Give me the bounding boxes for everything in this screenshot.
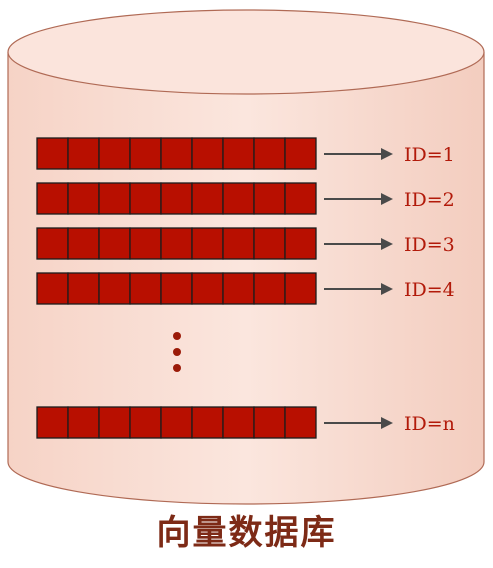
vector-cell [284, 227, 317, 260]
vector-cell [36, 406, 69, 439]
vector-id-label: ID=4 [404, 279, 455, 301]
ellipsis-dot [173, 332, 181, 340]
vector-cell [129, 182, 162, 215]
vector-cell [67, 182, 100, 215]
ellipsis-dot [173, 364, 181, 372]
vector-id-label: ID=2 [404, 189, 455, 211]
vector-cell [67, 137, 100, 170]
vector-cell [67, 227, 100, 260]
vector-cell [253, 406, 286, 439]
vector-cell [222, 137, 255, 170]
vector-row: ID=3 [36, 227, 455, 260]
vector-cell [129, 137, 162, 170]
vector-cell [222, 182, 255, 215]
vector-cell [36, 137, 69, 170]
arrow-head [381, 148, 393, 160]
vector-id-label: ID=3 [404, 234, 455, 256]
vector-cell [191, 182, 224, 215]
vector-cell [191, 227, 224, 260]
vector-cell [284, 137, 317, 170]
vector-cell [253, 272, 286, 305]
arrow-head [381, 283, 393, 295]
vector-cell [98, 406, 131, 439]
vector-cell [36, 182, 69, 215]
vector-cell [129, 272, 162, 305]
vector-cell [98, 182, 131, 215]
vector-cell [160, 406, 193, 439]
vector-cell [160, 182, 193, 215]
ellipsis-dots [173, 332, 181, 372]
diagram-caption: 向量数据库 [156, 513, 337, 553]
vector-cell [67, 272, 100, 305]
vector-rows: ID=1ID=2ID=3ID=4ID=n [36, 137, 455, 439]
vector-cell [222, 406, 255, 439]
vector-cell [36, 272, 69, 305]
vector-cell [284, 272, 317, 305]
vector-cell [98, 272, 131, 305]
vector-cell [191, 406, 224, 439]
vector-cell [160, 272, 193, 305]
vector-id-label: ID=n [404, 413, 455, 435]
vector-cell [253, 182, 286, 215]
vector-cell [253, 137, 286, 170]
arrow-head [381, 238, 393, 250]
ellipsis-dot [173, 348, 181, 356]
vector-id-label: ID=1 [404, 144, 455, 166]
arrow-head [381, 193, 393, 205]
vector-cell [129, 406, 162, 439]
vector-cell [222, 272, 255, 305]
vector-cell [191, 137, 224, 170]
vector-cell [98, 227, 131, 260]
vector-cell [98, 137, 131, 170]
vector-cell [253, 227, 286, 260]
vector-cell [160, 137, 193, 170]
arrow-head [381, 417, 393, 429]
vector-cell [222, 227, 255, 260]
vector-row: ID=2 [36, 182, 455, 215]
vector-cell [160, 227, 193, 260]
vector-row: ID=1 [36, 137, 455, 170]
vector-cell [284, 182, 317, 215]
vector-cell [191, 272, 224, 305]
vector-cell [129, 227, 162, 260]
vector-cell [67, 406, 100, 439]
vector-row: ID=n [36, 406, 455, 439]
vector-cell [284, 406, 317, 439]
vector-cell [36, 227, 69, 260]
vector-row: ID=4 [36, 272, 455, 305]
cylinder-top [7, 9, 485, 95]
